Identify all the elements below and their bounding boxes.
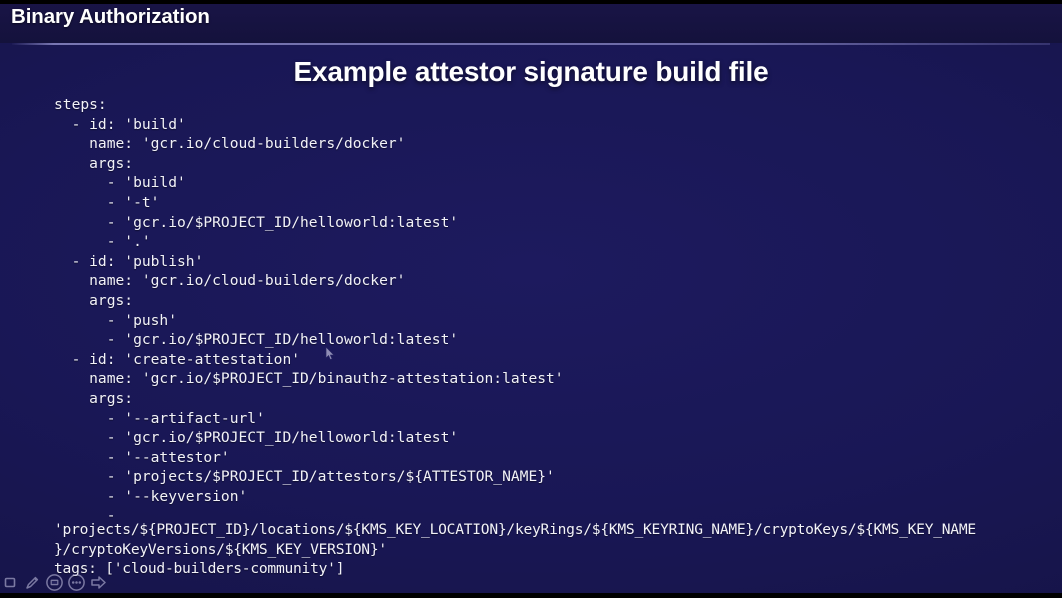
code-line: 'projects/${PROJECT_ID}/locations/${KMS_…	[54, 521, 976, 538]
mouse-cursor-icon	[325, 346, 336, 361]
code-line: - '-t'	[54, 193, 160, 211]
code-line: - 'projects/$PROJECT_ID/attestors/${ATTE…	[54, 468, 555, 486]
code-line: - 'gcr.io/$PROJECT_ID/helloworld:latest'	[54, 213, 459, 231]
code-line: - 'gcr.io/$PROJECT_ID/helloworld:latest'	[54, 429, 459, 447]
slide-icon[interactable]	[44, 572, 65, 593]
code-listing: steps: - id: 'build' name: 'gcr.io/cloud…	[54, 95, 1044, 526]
code-line: - id: 'build'	[54, 115, 186, 133]
code-line: - 'push'	[54, 311, 178, 329]
code-line: name: 'gcr.io/cloud-builders/docker'	[54, 272, 406, 290]
slide-header-title: Binary Authorization	[11, 5, 210, 28]
code-line: - '--attestor'	[54, 448, 230, 466]
code-line: args:	[54, 291, 134, 309]
code-line: }/cryptoKeyVersions/${KMS_KEY_VERSION}'	[54, 540, 387, 558]
page-title: Example attestor signature build file	[293, 56, 769, 87]
next-arrow-icon[interactable]	[88, 572, 109, 593]
letterbox-top-bar	[0, 0, 1062, 4]
letterbox-bottom-bar	[0, 593, 1062, 598]
code-line: - '--artifact-url'	[54, 409, 265, 427]
code-line: name: 'gcr.io/$PROJECT_ID/binauthz-attes…	[54, 370, 564, 388]
code-listing-wrapped: 'projects/${PROJECT_ID}/locations/${KMS_…	[54, 520, 1054, 579]
code-line: args:	[54, 389, 134, 407]
header-divider-rule	[12, 43, 1050, 45]
code-line: tags: ['cloud-builders-community']	[54, 560, 345, 578]
code-line: - 'build'	[54, 174, 186, 192]
code-line: steps:	[54, 96, 107, 113]
code-line: name: 'gcr.io/cloud-builders/docker'	[54, 135, 406, 153]
code-line: - '.'	[54, 233, 151, 251]
pen-icon[interactable]	[22, 572, 43, 593]
code-line: - id: 'publish'	[54, 252, 204, 270]
code-line: args:	[54, 154, 134, 172]
slide-header-band	[0, 4, 1062, 43]
code-line: - id: 'create-attestation'	[54, 350, 301, 368]
more-icon[interactable]	[66, 572, 87, 593]
presenter-toolbar[interactable]	[0, 571, 109, 593]
code-line: - '--keyversion'	[54, 487, 248, 505]
pointer-icon[interactable]	[0, 572, 21, 593]
code-line: -	[54, 507, 116, 525]
code-line: - 'gcr.io/$PROJECT_ID/helloworld:latest'	[54, 331, 459, 349]
